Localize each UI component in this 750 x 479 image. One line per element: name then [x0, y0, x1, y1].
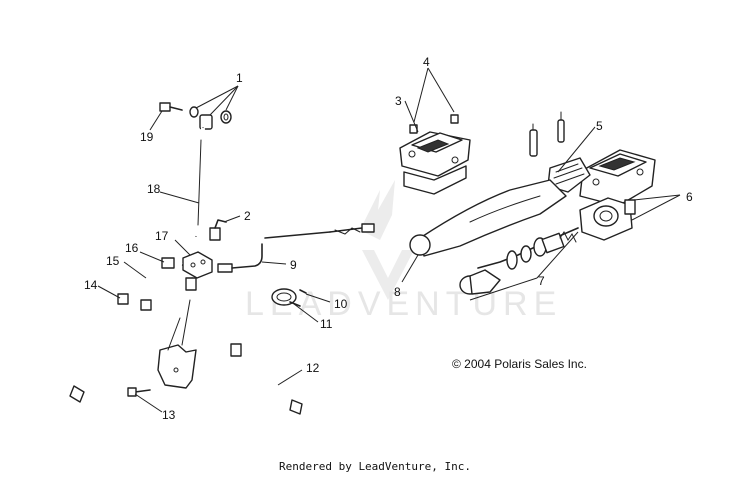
- callout-4: 4: [423, 55, 430, 69]
- leader-lines: [97, 67, 681, 413]
- callout-labels: 1 2 3 4 5 6 7 8 9 10 11 12 13 14 15 16 1…: [84, 55, 693, 422]
- copyright-notice: © 2004 Polaris Sales Inc.: [452, 357, 587, 371]
- callout-15: 15: [106, 254, 120, 268]
- brake-line-9: [217, 223, 375, 273]
- callout-7: 7: [538, 274, 545, 288]
- brake-hose-12: [185, 277, 303, 415]
- callout-17: 17: [155, 229, 169, 243]
- clamp-10-11: [271, 288, 307, 307]
- callout-12: 12: [306, 361, 320, 375]
- junction-block-17: [182, 251, 213, 279]
- brake-lever-8: [409, 179, 567, 257]
- watermark-logo: [360, 180, 414, 300]
- callout-18: 18: [147, 182, 161, 196]
- master-cylinder-5: [547, 149, 656, 207]
- perch-clamp-6: [579, 197, 636, 241]
- callout-5: 5: [596, 119, 603, 133]
- callout-8: 8: [394, 285, 401, 299]
- callout-6: 6: [686, 190, 693, 204]
- footer-credit: Rendered by LeadVenture, Inc.: [278, 460, 472, 473]
- callout-1: 1: [236, 71, 243, 85]
- callout-14: 14: [84, 278, 98, 292]
- callout-10: 10: [334, 297, 348, 311]
- piston-kit-7: [459, 227, 579, 295]
- bracket-plate-13: [127, 299, 197, 397]
- callout-9: 9: [290, 258, 297, 272]
- callout-16: 16: [125, 241, 139, 255]
- pressure-switch-2: [209, 219, 227, 241]
- bolt-19: [159, 102, 183, 112]
- callout-19: 19: [140, 130, 154, 144]
- banjo-washers-1: [189, 106, 232, 130]
- callout-3: 3: [395, 94, 402, 108]
- reservoir-cap-3: [399, 131, 471, 195]
- pins: [529, 111, 565, 157]
- callout-13: 13: [162, 408, 176, 422]
- hose-18: [194, 127, 205, 237]
- callout-11: 11: [320, 317, 333, 331]
- brake-hose-left: [69, 257, 183, 403]
- callout-2: 2: [244, 209, 251, 223]
